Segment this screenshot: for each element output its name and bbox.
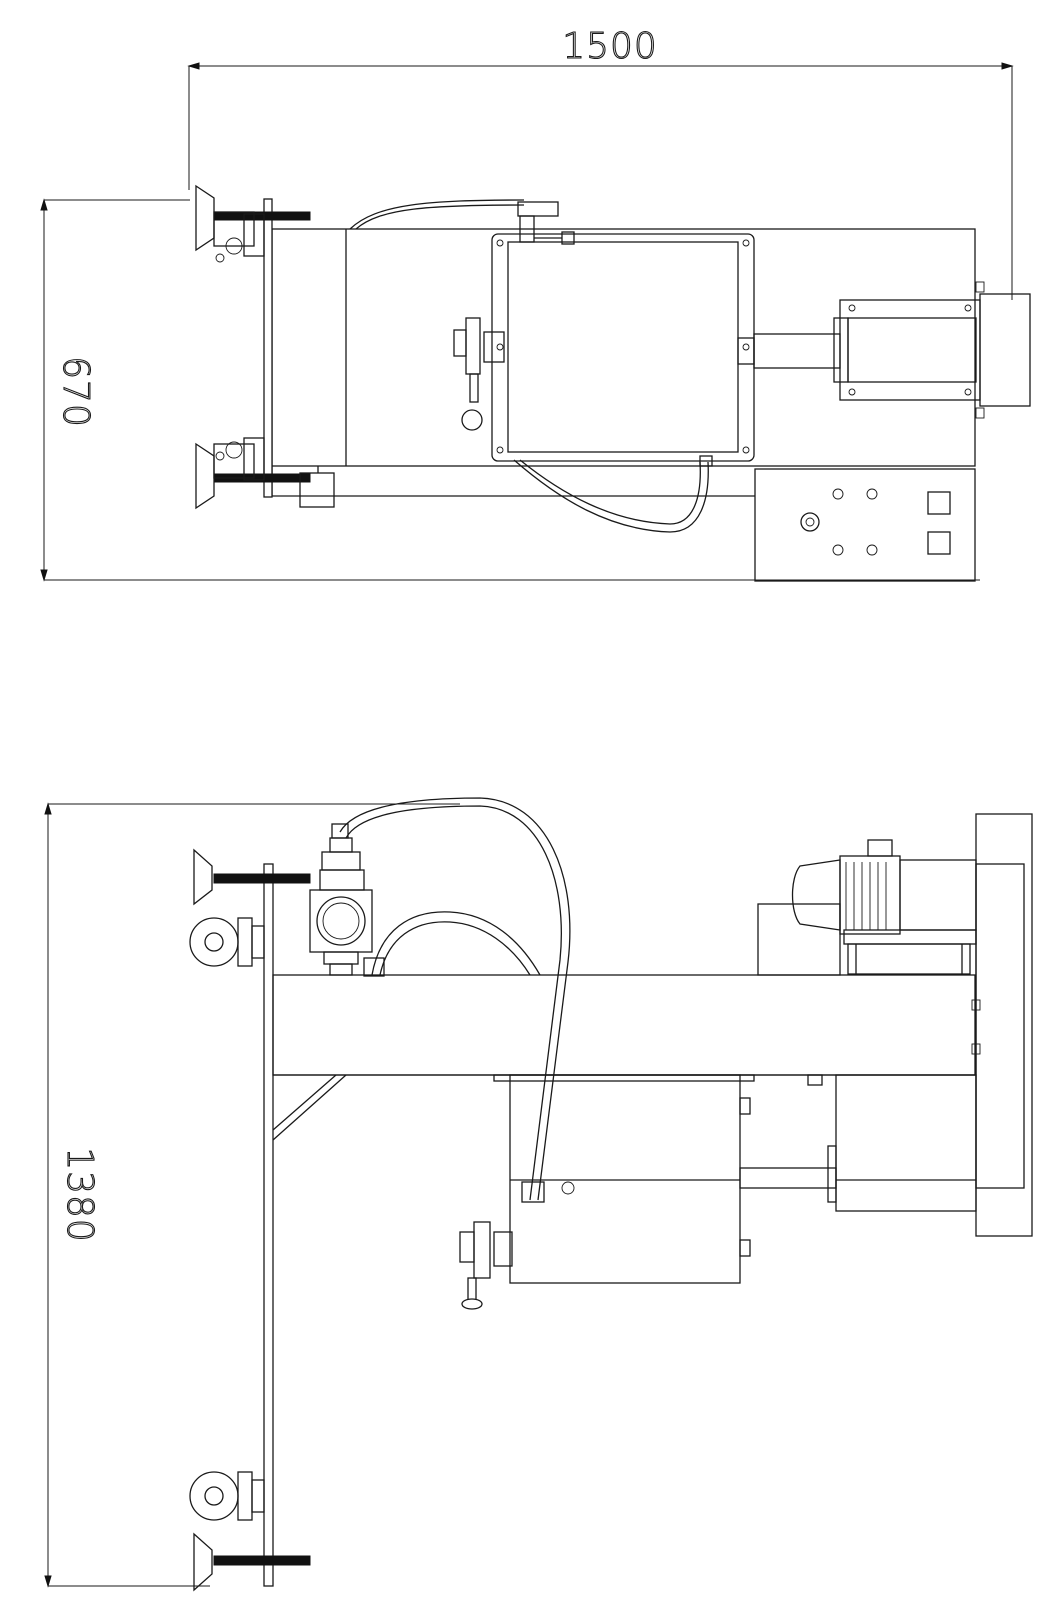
side-view: 1380 [44, 797, 1033, 1592]
top-view: 1500 670 [40, 25, 1031, 582]
dimension-height-label: 1380 [59, 1147, 100, 1243]
dimension-depth-label: 670 [55, 356, 96, 428]
dimension-width-label: 1500 [562, 26, 658, 67]
dimension-depth: 670 [40, 198, 980, 582]
drain-valve-top [453, 317, 505, 431]
control-panel [800, 488, 951, 556]
pump [309, 837, 373, 976]
caster-bottom [195, 437, 265, 510]
motor [757, 839, 977, 976]
drain-valve-side [459, 1221, 513, 1310]
dimension-height: 1380 [44, 802, 460, 1588]
dimension-width: 1500 [187, 25, 1014, 300]
caster-top [195, 184, 265, 263]
